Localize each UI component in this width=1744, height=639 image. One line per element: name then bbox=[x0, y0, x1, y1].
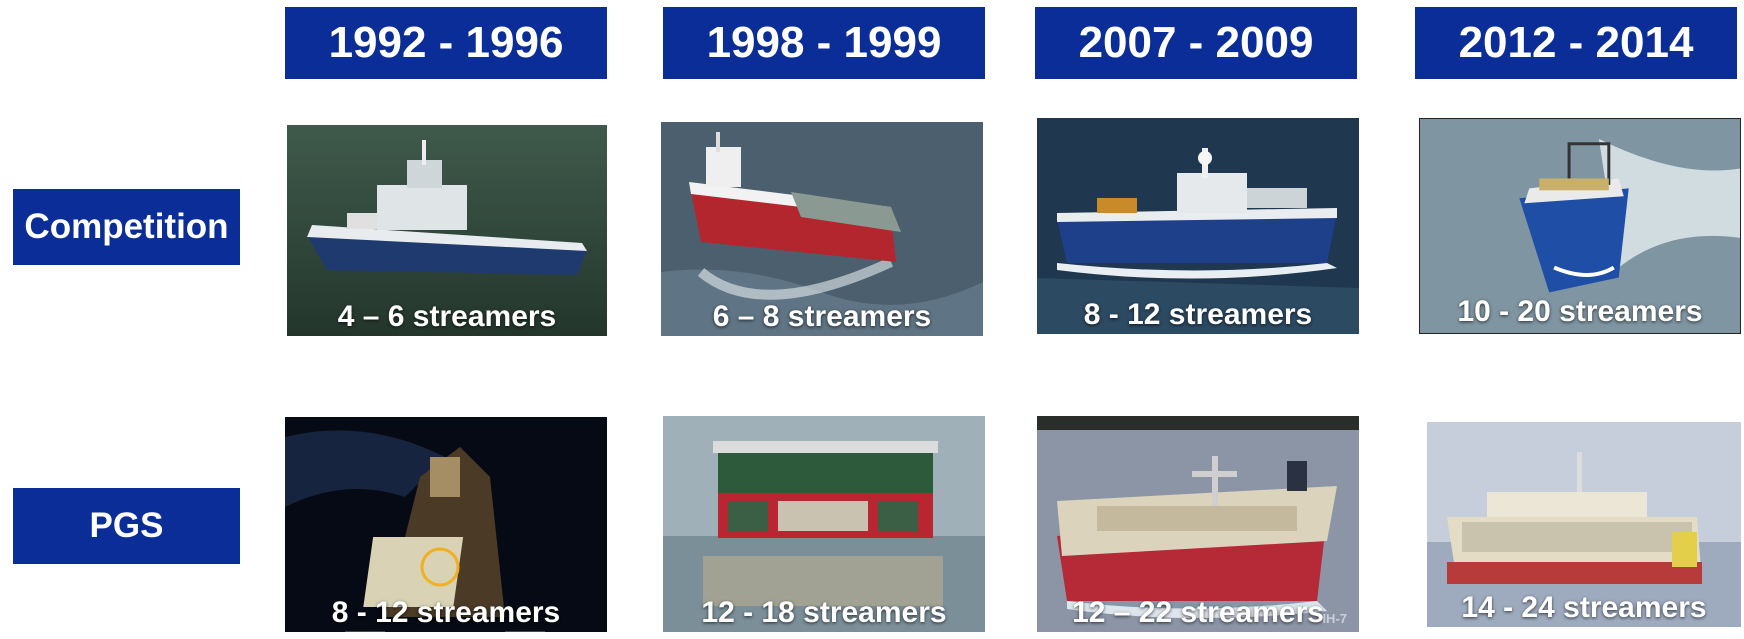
photo-watermark: IH-7 bbox=[1322, 611, 1347, 626]
period-label: 1998 - 1999 bbox=[706, 18, 942, 67]
ship-illustration bbox=[1037, 416, 1359, 632]
row-label-text: PGS bbox=[89, 506, 164, 545]
streamer-caption: 12 – 22 streamers bbox=[1072, 596, 1324, 629]
row-label-pgs: PGS bbox=[13, 488, 240, 564]
ship-illustration bbox=[663, 416, 985, 632]
period-label: 2012 - 2014 bbox=[1458, 18, 1694, 67]
streamer-caption: 4 – 6 streamers bbox=[337, 300, 557, 333]
ship-photo-competition-1992: 4 – 6 streamers bbox=[287, 125, 607, 336]
period-label: 1992 - 1996 bbox=[328, 18, 564, 67]
period-header-2012-2014: 2012 - 2014 bbox=[1415, 7, 1737, 79]
ship-photo-competition-1998: 6 – 8 streamers bbox=[661, 122, 983, 336]
ship-illustration bbox=[1420, 119, 1740, 333]
ship-illustration bbox=[1427, 422, 1741, 627]
row-label-competition: Competition bbox=[13, 189, 240, 265]
streamer-caption: 8 - 12 streamers bbox=[1083, 298, 1313, 331]
period-header-1992-1996: 1992 - 1996 bbox=[285, 7, 607, 79]
streamer-caption: 12 - 18 streamers bbox=[701, 596, 947, 629]
streamer-caption: 6 – 8 streamers bbox=[712, 300, 932, 333]
period-header-1998-1999: 1998 - 1999 bbox=[663, 7, 985, 79]
ship-illustration bbox=[287, 125, 607, 336]
ship-illustration bbox=[1037, 118, 1359, 334]
ship-photo-competition-2012: 10 - 20 streamers bbox=[1419, 118, 1741, 334]
streamer-caption: 8 - 12 streamers bbox=[331, 596, 561, 629]
row-label-text: Competition bbox=[24, 207, 229, 246]
streamer-caption: 10 - 20 streamers bbox=[1457, 295, 1703, 328]
ship-illustration bbox=[661, 122, 983, 336]
ship-photo-pgs-2007: 12 – 22 streamers IH-7 bbox=[1037, 416, 1359, 632]
ship-illustration bbox=[285, 417, 607, 632]
ship-photo-competition-2007: 8 - 12 streamers bbox=[1037, 118, 1359, 334]
ship-photo-pgs-2012: 14 - 24 streamers bbox=[1427, 422, 1741, 627]
ship-photo-pgs-1998: 12 - 18 streamers bbox=[663, 416, 985, 632]
streamer-caption: 14 - 24 streamers bbox=[1461, 591, 1707, 624]
period-header-2007-2009: 2007 - 2009 bbox=[1035, 7, 1357, 79]
period-label: 2007 - 2009 bbox=[1078, 18, 1314, 67]
ship-photo-pgs-1992: 8 - 12 streamers bbox=[285, 417, 607, 632]
